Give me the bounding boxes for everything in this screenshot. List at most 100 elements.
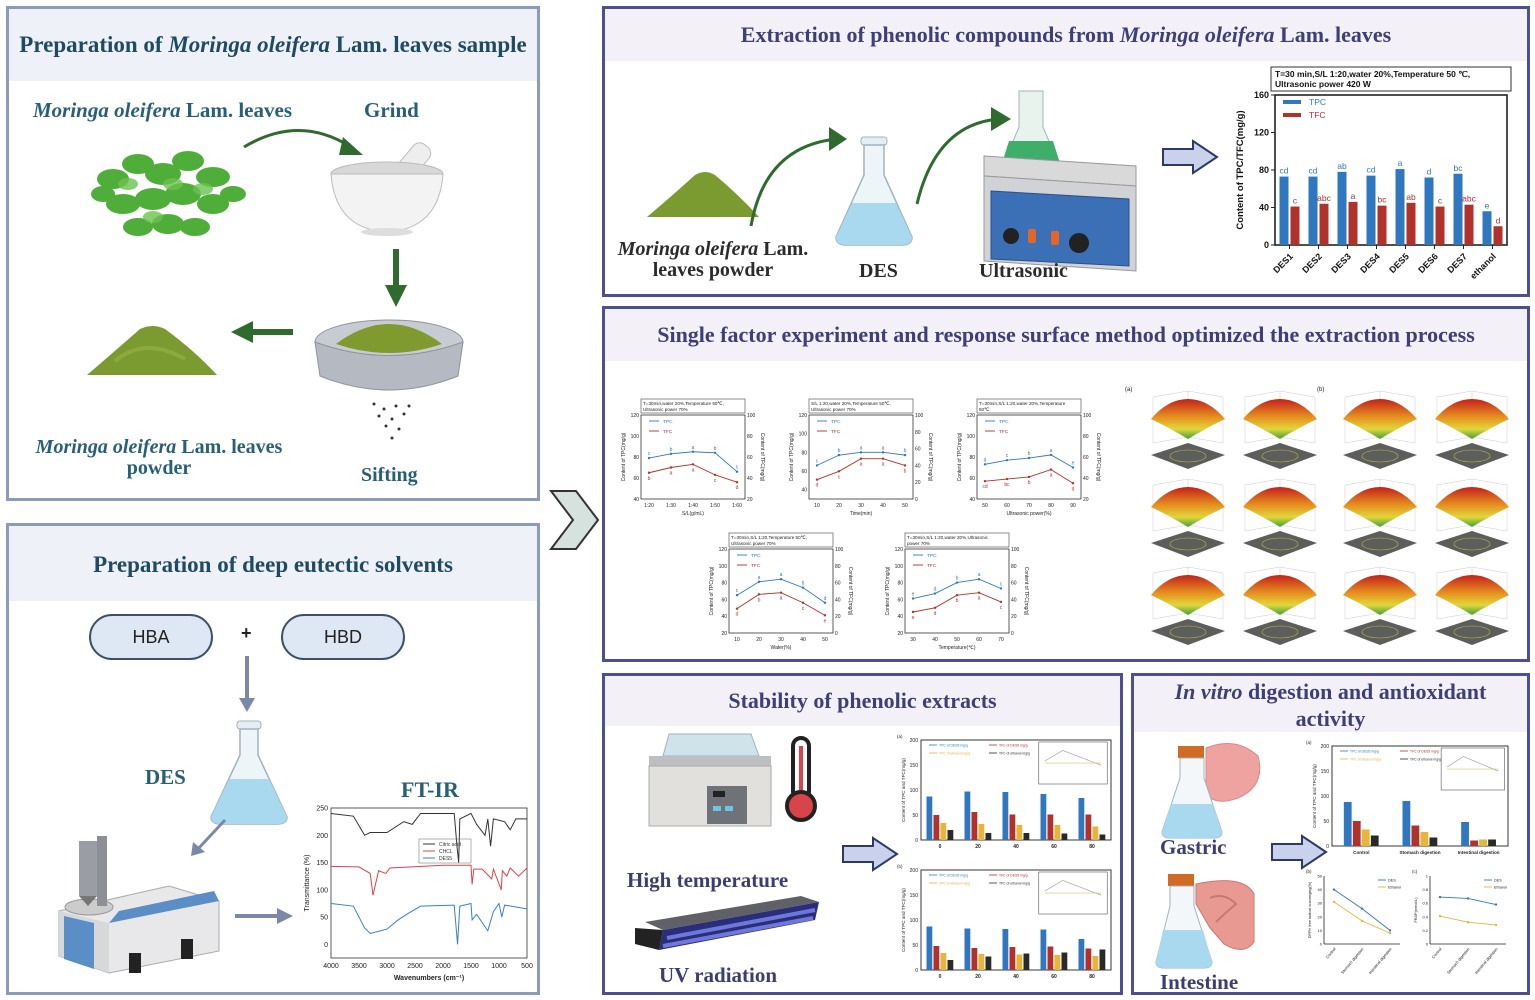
bar [947, 830, 954, 840]
data-label: cd [1367, 165, 1376, 175]
curved-arrow-icon [243, 129, 363, 155]
y-axis-label: Content of TPC(mg/g) [789, 432, 795, 481]
rsm-surface [1435, 575, 1509, 615]
hbd-pill: HBD [281, 614, 405, 660]
data-label: a [860, 462, 863, 468]
bar-tfc [1377, 205, 1387, 245]
y-right-tick-label: 40 [747, 476, 753, 482]
legend-label: Ethanol [1494, 886, 1507, 890]
y-right-tick-label: 20 [1083, 497, 1089, 503]
legend-label: Ethanol [1388, 886, 1401, 890]
rsm-contour-line [1453, 625, 1491, 639]
y-right-tick-label: 60 [1011, 581, 1017, 587]
chart-title: Ultrasonic power 70% [643, 407, 688, 412]
data-point [669, 466, 673, 469]
legend-box [418, 838, 472, 864]
data-point [1049, 453, 1053, 457]
data-point [779, 591, 783, 594]
x-tick-label: Stomach digestion [1340, 946, 1365, 974]
data-point [1466, 897, 1470, 900]
bar [1099, 834, 1106, 840]
bar [1429, 837, 1438, 846]
rsm-contour-base [1435, 443, 1509, 469]
y-right-tick-label: 20 [915, 480, 921, 486]
legend-label: TFC [1309, 110, 1326, 120]
x-tick-label: DES1 [1271, 251, 1295, 275]
plot-frame [640, 414, 746, 500]
rsm-label-a: (a) [1125, 387, 1133, 393]
legend-label: TFC of ethanol mg/g [999, 882, 1030, 886]
legend-label: TPC [999, 419, 1009, 425]
y-tick-label: 120 [895, 547, 904, 553]
x-tick-label: 10 [814, 503, 820, 509]
bar [926, 796, 933, 840]
data-label: b [1028, 451, 1031, 457]
panel-title: Preparation of Moringa oleifera Lam. lea… [9, 9, 537, 81]
bar [1040, 794, 1047, 840]
data-point [735, 594, 739, 597]
legend-label: TFC of ethanol mg/g [1410, 758, 1441, 762]
data-label: d [824, 596, 827, 602]
y-tick-label: 0 [915, 838, 918, 844]
panel-optimization: Single factor experiment and response su… [602, 306, 1530, 662]
legend-label: TFC of DES5 mg/g [999, 744, 1028, 748]
data-label: bc [1454, 163, 1464, 173]
chart-title: T=30min,S/L 1:20,water 20%,Temperature [979, 401, 1066, 406]
right-arrow-icon [235, 908, 293, 924]
leaves-label: Moringa oleifera Lam. leaves [33, 98, 292, 122]
y-tick-label: 20 [721, 631, 727, 637]
y-tick-label: 120 [967, 413, 976, 419]
x-axis-label: Wavenumbers (cm⁻¹) [394, 975, 464, 982]
data-point [933, 606, 937, 609]
y-tick-label: 60 [969, 476, 975, 482]
y-right-tick-label: 80 [835, 564, 841, 570]
data-point [1005, 477, 1009, 481]
data-point [1388, 931, 1392, 935]
rsm-contour-line [1453, 449, 1491, 463]
rsm-surface [1343, 575, 1417, 615]
bar [1016, 825, 1023, 840]
down-arrow-icon [385, 249, 407, 307]
bar [1488, 839, 1496, 846]
y-tick-label: 100 [910, 918, 919, 924]
bar [1009, 814, 1016, 840]
chart-title: Ultrasonic power 420 W [1275, 79, 1372, 89]
data-label: a [780, 596, 783, 602]
bar [1361, 829, 1370, 846]
panel-label: (c) [1412, 869, 1418, 874]
x-tick-label: 500 [521, 963, 533, 970]
data-label: ab [1406, 192, 1416, 202]
data-label: d [934, 587, 937, 593]
panel-sample-preparation: Preparation of Moringa oleifera Lam. lea… [6, 6, 540, 501]
des-screening-chart: T=30 min,S/L 1:20,water 20%,Temperature … [1235, 66, 1512, 281]
x-tick-label: Control [1325, 946, 1337, 959]
y-right-tick-label: 60 [915, 447, 921, 453]
legend-swatch [1283, 113, 1301, 117]
data-label: c [802, 606, 805, 612]
panel-label: (a) [1306, 740, 1312, 745]
bar [978, 954, 985, 970]
chart-title: S/L 1:20,water 20%,Temperature 50℃, [811, 401, 891, 406]
rsm-contour-line [1169, 625, 1207, 639]
x-tick-label: 60 [1051, 974, 1057, 980]
data-label: a [692, 467, 695, 473]
y-right-tick-label: 60 [835, 581, 841, 587]
des-label: DES [859, 260, 898, 282]
data-label: c [1293, 196, 1298, 206]
data-point [837, 470, 841, 473]
rsm-contour-base [1343, 619, 1417, 645]
y-tick-label: 40 [1318, 887, 1323, 892]
data-label: b [758, 597, 761, 603]
bar [1343, 802, 1352, 846]
legend-label: DES [1388, 879, 1396, 883]
data-label: d [984, 457, 987, 463]
rsm-surface-plot [1435, 566, 1509, 645]
data-label: d [1496, 215, 1501, 225]
rsm-surface [1243, 575, 1317, 615]
y-tick-label: 40 [969, 497, 975, 503]
legend-label: DES5 [439, 856, 452, 862]
data-label: a [882, 462, 885, 468]
